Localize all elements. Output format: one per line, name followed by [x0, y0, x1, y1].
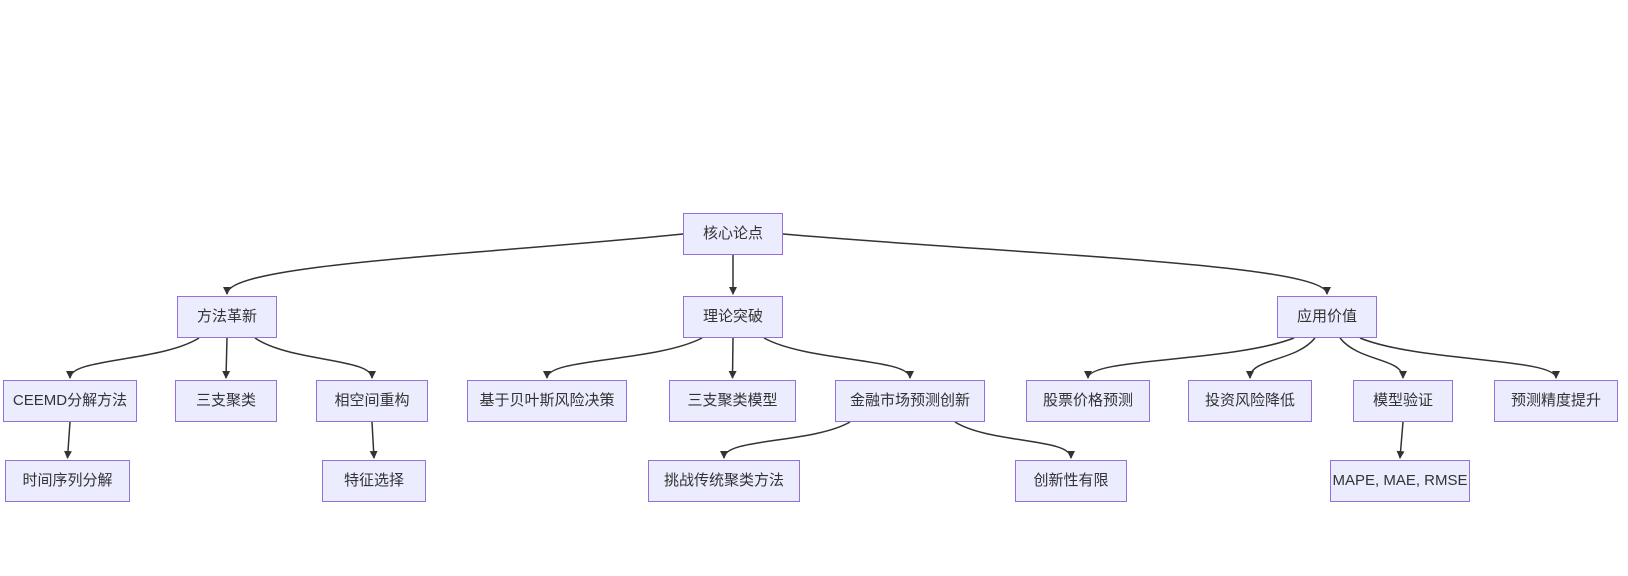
- node-tsdecomp: 时间序列分解: [5, 460, 130, 502]
- edge-app-stock: [1084, 337, 1295, 379]
- edge-method-ceemd: [66, 337, 200, 379]
- node-label: 理论突破: [702, 308, 763, 325]
- node-label: 应用价值: [1296, 308, 1357, 325]
- node-limited: 创新性有限: [1015, 460, 1127, 502]
- node-ceemd: CEEMD分解方法: [3, 380, 137, 422]
- edge-theory-twcmodel: [728, 337, 737, 379]
- edge-theory-fininnov: [763, 337, 914, 379]
- node-label: 时间序列分解: [22, 472, 113, 489]
- edge-ceemd-tsdecomp: [63, 421, 72, 459]
- node-mape: MAPE, MAE, RMSE: [1330, 460, 1470, 502]
- node-label: CEEMD分解方法: [12, 392, 128, 409]
- node-label: 投资风险降低: [1204, 392, 1295, 409]
- edge-theory-bayes: [543, 337, 703, 379]
- node-fininnov: 金融市场预测创新: [835, 380, 985, 422]
- edge-app-risk: [1246, 337, 1316, 379]
- edge-method-phase: [254, 337, 376, 379]
- node-bayes: 基于贝叶斯风险决策: [467, 380, 627, 422]
- node-label: 基于贝叶斯风险决策: [479, 392, 615, 409]
- node-label: 方法革新: [196, 308, 257, 325]
- edge-root-app: [782, 233, 1331, 295]
- node-feature: 特征选择: [322, 460, 426, 502]
- node-phase: 相空间重构: [316, 380, 428, 422]
- node-label: 模型验证: [1372, 392, 1433, 409]
- edge-fininnov-challenge: [720, 421, 851, 459]
- node-label: 特征选择: [343, 472, 404, 489]
- edge-validation-mape: [1396, 421, 1405, 459]
- node-label: 创新性有限: [1033, 472, 1109, 489]
- edge-phase-feature: [369, 421, 378, 459]
- edge-app-validation: [1339, 337, 1407, 379]
- node-threeway: 三支聚类: [175, 380, 277, 422]
- node-label: 金融市场预测创新: [849, 392, 970, 409]
- node-accuracy: 预测精度提升: [1494, 380, 1618, 422]
- edge-method-threeway: [222, 337, 231, 379]
- node-twcmodel: 三支聚类模型: [669, 380, 796, 422]
- node-label: 三支聚类模型: [687, 392, 778, 409]
- edge-app-accuracy: [1359, 337, 1560, 379]
- node-root: 核心论点: [683, 213, 783, 255]
- node-label: 核心论点: [702, 225, 763, 242]
- node-validation: 模型验证: [1353, 380, 1453, 422]
- node-label: MAPE, MAE, RMSE: [1332, 472, 1468, 489]
- node-stock: 股票价格预测: [1026, 380, 1150, 422]
- node-method: 方法革新: [177, 296, 277, 338]
- node-label: 挑战传统聚类方法: [663, 472, 784, 489]
- node-theory: 理论突破: [683, 296, 783, 338]
- edge-fininnov-limited: [954, 421, 1075, 459]
- node-label: 预测精度提升: [1510, 392, 1601, 409]
- edge-root-method: [223, 233, 684, 295]
- node-risk: 投资风险降低: [1188, 380, 1312, 422]
- node-label: 相空间重构: [334, 392, 410, 409]
- node-label: 股票价格预测: [1042, 392, 1133, 409]
- node-challenge: 挑战传统聚类方法: [648, 460, 800, 502]
- node-label: 三支聚类: [195, 392, 256, 409]
- node-app: 应用价值: [1277, 296, 1377, 338]
